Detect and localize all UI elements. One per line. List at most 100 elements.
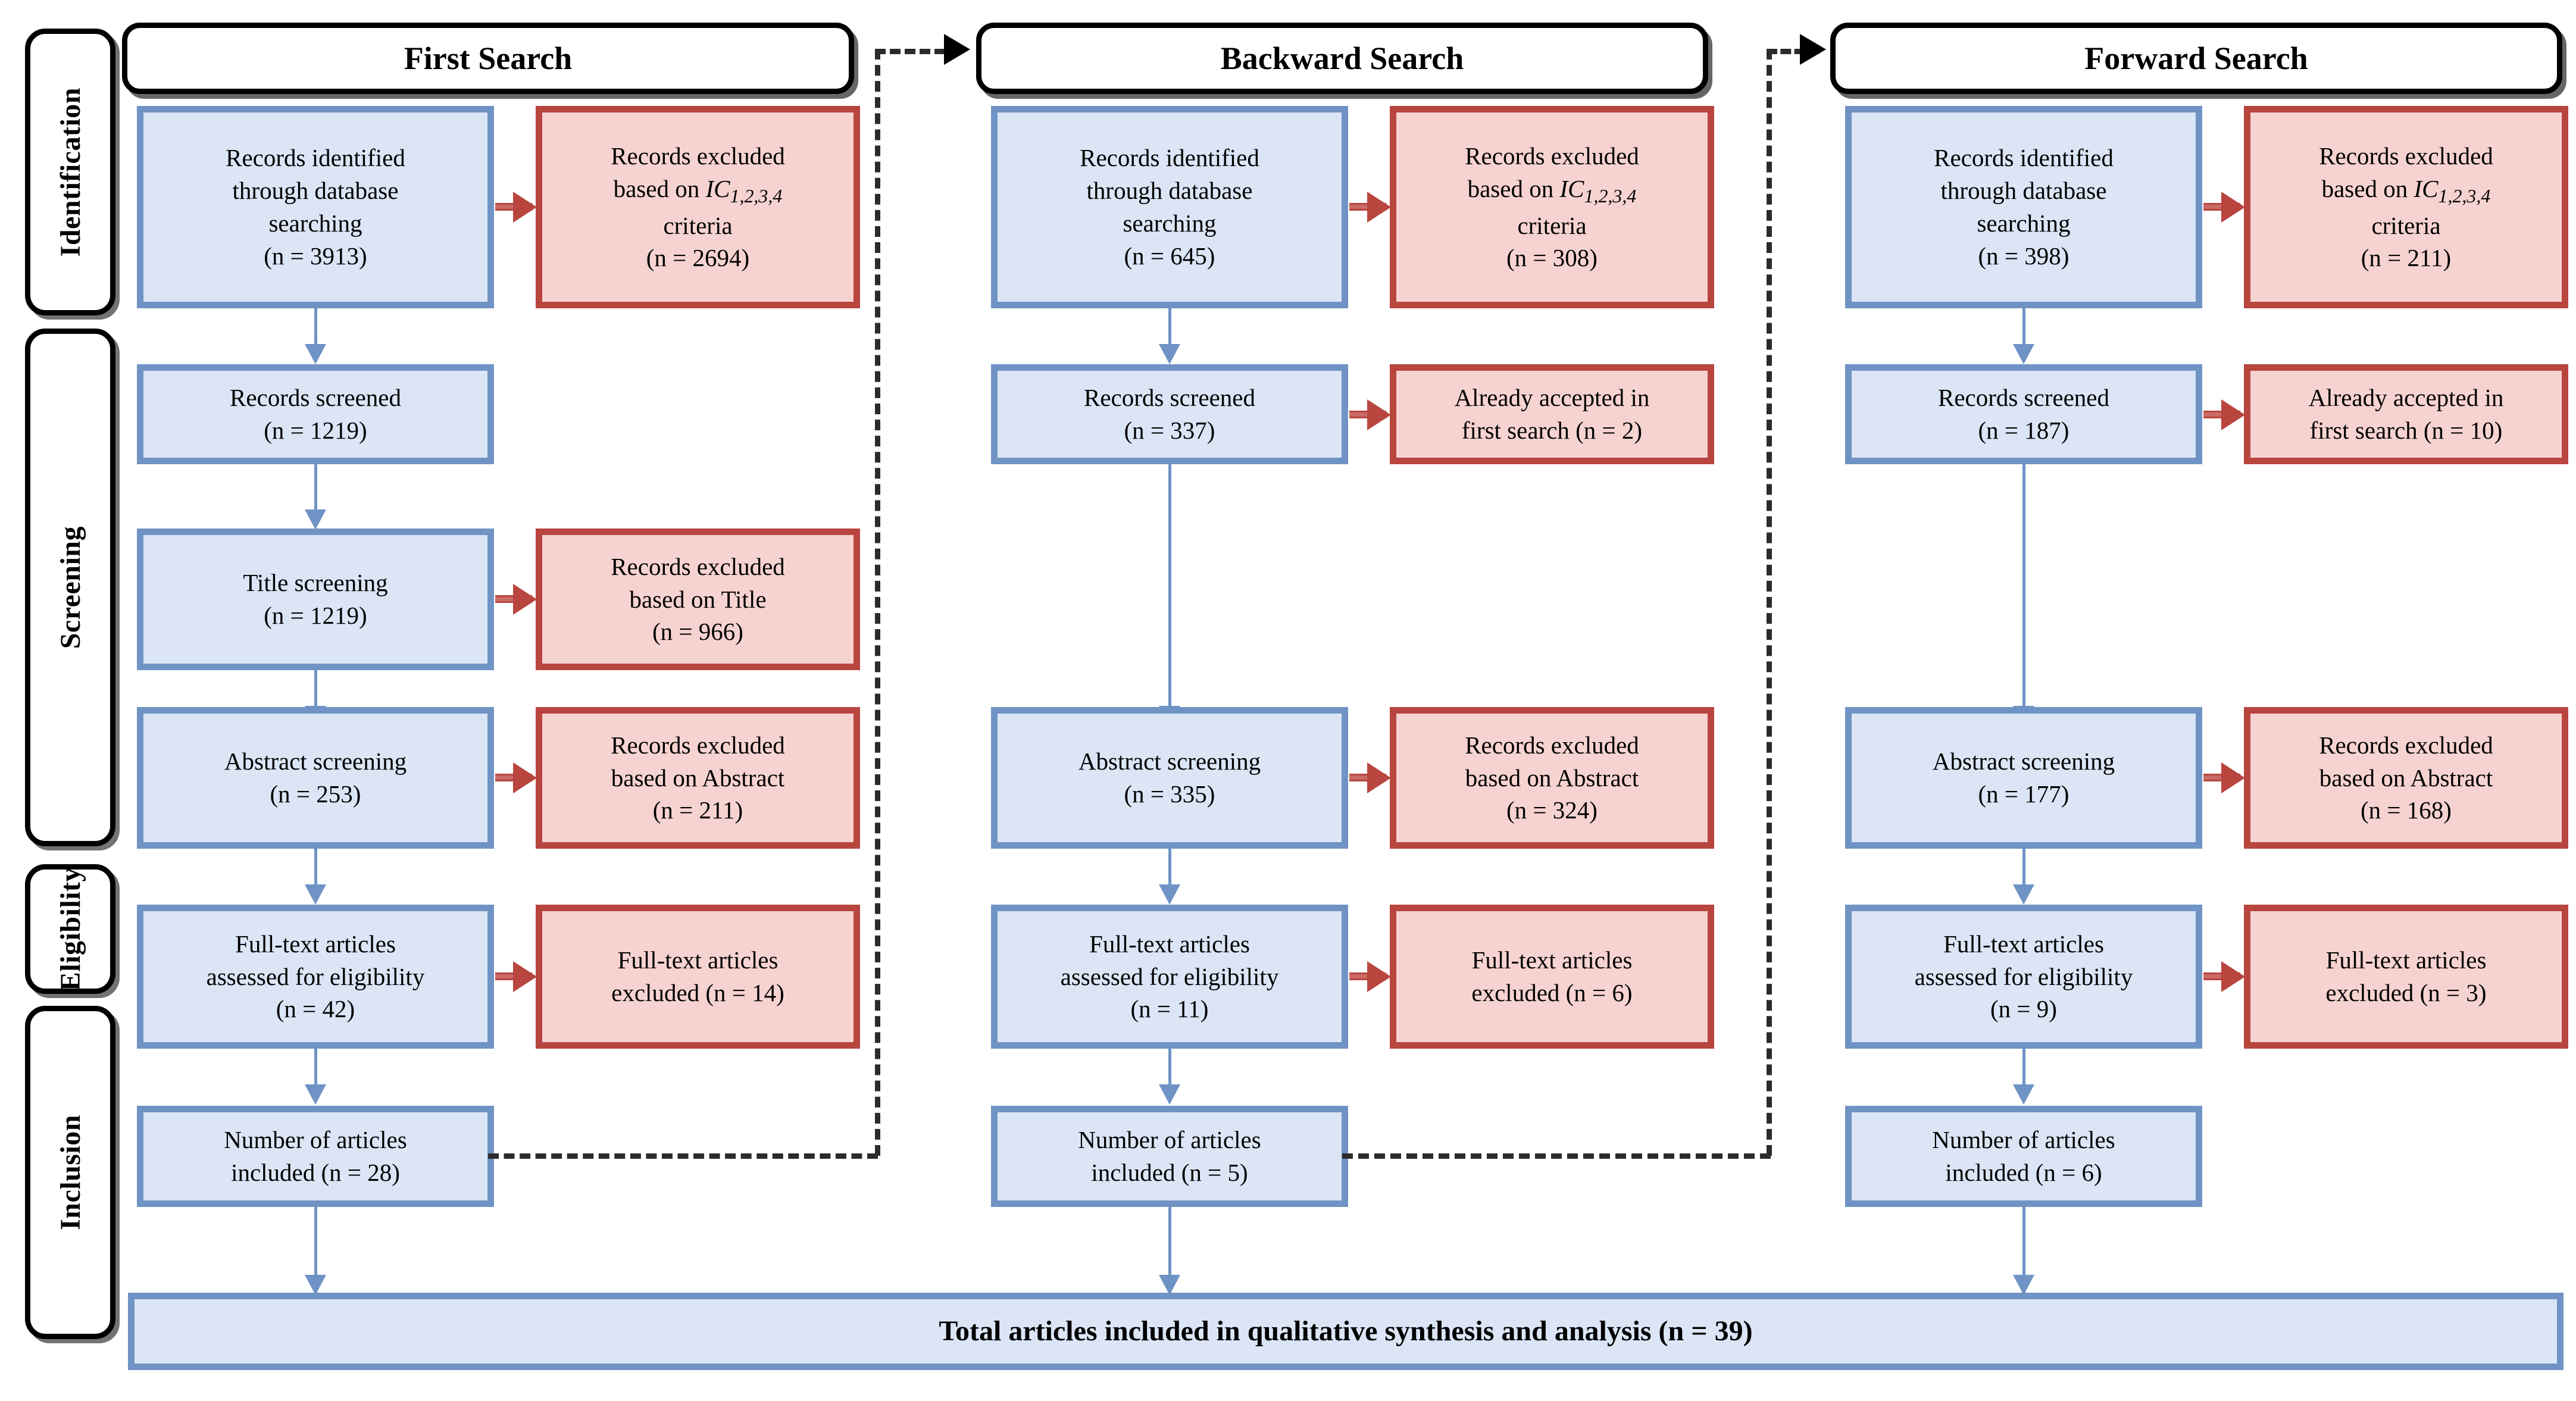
box-c3-records-excluded-ic-line2: based on IC1,2,3,4: [2321, 174, 2491, 207]
box-c1-records-screened-line1: Records screened: [229, 384, 401, 412]
box-c2-records-excluded-ic-line4: (n = 308): [1506, 244, 1598, 272]
box-c3-fulltext-assessed: Full-text articles assessed for eligibil…: [1845, 905, 2202, 1049]
arrowhead-c3-screened-to-already: [2221, 399, 2245, 430]
dashed-link-backward-to-forward-vertical: [1767, 49, 1772, 1156]
column-header-forward-search-text: Forward Search: [2084, 40, 2308, 76]
arrowhead-c2-identified-to-excluded: [1367, 192, 1391, 223]
connector-c1-included-to-total: [314, 1207, 317, 1294]
box-c2-already-accepted: Already accepted in first search (n = 2): [1390, 364, 1714, 464]
box-c1-abstract-excluded-line2: based on Abstract: [611, 764, 785, 792]
box-c3-abstract-screening-line1: Abstract screening: [1932, 748, 2115, 775]
column-header-first-search: First Search: [122, 23, 854, 94]
box-c3-abstract-excluded-line3: (n = 168): [2361, 796, 2452, 824]
arrowhead-c1-screened-to-title: [305, 509, 326, 530]
box-c1-fulltext-assessed-line2: assessed for eligibility: [206, 962, 425, 990]
box-c2-abstract-excluded-line2: based on Abstract: [1465, 764, 1639, 792]
box-total-articles-included: Total articles included in qualitative s…: [128, 1293, 2564, 1370]
box-c1-fulltext-excluded: Full-text articles excluded (n = 14): [536, 905, 860, 1049]
arrowhead-c3-identified-to-excluded: [2221, 192, 2245, 223]
box-c2-records-identified: Records identified through database sear…: [991, 106, 1348, 308]
box-c2-records-identified-line3: searching: [1123, 209, 1217, 237]
arrowhead-c1-included-to-total: [305, 1275, 326, 1295]
stage-label-inclusion-text: Inclusion: [54, 1115, 86, 1230]
connector-c1-fulltext-to-included: [314, 1049, 317, 1101]
box-c2-fulltext-assessed-line1: Full-text articles: [1089, 930, 1250, 958]
box-c1-fulltext-excluded-line2: excluded (n = 14): [611, 979, 784, 1006]
connector-c3-included-to-total: [2022, 1207, 2025, 1294]
connector-c3-fulltext-to-included: [2022, 1049, 2025, 1101]
box-c1-records-excluded-ic-line3: criteria: [663, 211, 733, 239]
box-c2-records-screened: Records screened (n = 337): [991, 364, 1348, 464]
box-c1-title-screening-line2: (n = 1219): [264, 602, 367, 629]
box-c3-abstract-excluded-line1: Records excluded: [2319, 731, 2493, 759]
box-c1-records-excluded-ic-line2: based on IC1,2,3,4: [613, 174, 783, 207]
box-c2-articles-included: Number of articles included (n = 5): [991, 1106, 1348, 1207]
box-c1-records-excluded-ic-line1: Records excluded: [611, 142, 785, 170]
box-c3-already-accepted-line2: first search (n = 10): [2309, 417, 2503, 444]
arrowhead-c3-fulltext-to-included: [2013, 1084, 2034, 1105]
column-header-backward-search: Backward Search: [976, 23, 1708, 94]
box-c1-records-identified-line2: through database: [232, 177, 399, 205]
box-c1-title-excluded-line3: (n = 966): [652, 618, 743, 646]
stage-label-identification: Identification: [25, 29, 115, 315]
box-c1-abstract-screening-line2: (n = 253): [270, 780, 361, 808]
arrowhead-c1-identified-to-screened: [305, 344, 326, 364]
box-c2-already-accepted-line2: first search (n = 2): [1461, 417, 1643, 444]
connector-c2-fulltext-to-included: [1168, 1049, 1171, 1101]
box-c3-articles-included: Number of articles included (n = 6): [1845, 1106, 2202, 1207]
connector-c3-abstract-to-fulltext: [2022, 849, 2025, 896]
box-c2-records-screened-line1: Records screened: [1083, 384, 1255, 412]
box-c1-abstract-excluded: Records excluded based on Abstract (n = …: [536, 707, 860, 849]
box-c2-articles-included-line2: included (n = 5): [1091, 1159, 1248, 1186]
arrowhead-c2-fulltext-to-included: [1159, 1084, 1180, 1105]
stage-label-screening: Screening: [25, 329, 115, 846]
box-c3-already-accepted: Already accepted in first search (n = 10…: [2244, 364, 2568, 464]
arrowhead-c3-abstract-to-excluded: [2221, 762, 2245, 793]
arrowhead-c3-abstract-to-fulltext: [2013, 884, 2034, 905]
box-c2-already-accepted-line1: Already accepted in: [1454, 384, 1650, 412]
box-c3-fulltext-assessed-line2: assessed for eligibility: [1914, 962, 2133, 990]
arrowhead-c1-identified-to-excluded: [513, 192, 537, 223]
box-c3-fulltext-assessed-line3: (n = 9): [1990, 995, 2057, 1023]
arrowhead-c3-fulltext-to-excluded: [2221, 961, 2245, 992]
box-c2-articles-included-line1: Number of articles: [1078, 1126, 1261, 1154]
box-c3-records-identified-line4: (n = 398): [1978, 242, 2069, 270]
box-c3-articles-included-line1: Number of articles: [1932, 1126, 2115, 1154]
column-header-forward-search: Forward Search: [1830, 23, 2562, 94]
box-c2-records-identified-line2: through database: [1086, 177, 1253, 205]
box-c2-records-identified-line1: Records identified: [1080, 144, 1259, 172]
box-c2-records-excluded-ic-line2: based on IC1,2,3,4: [1467, 174, 1637, 207]
box-c1-fulltext-assessed-line3: (n = 42): [276, 995, 355, 1023]
box-c3-abstract-screening: Abstract screening (n = 177): [1845, 707, 2202, 849]
box-c2-abstract-screening-line2: (n = 335): [1124, 780, 1215, 808]
box-c1-records-excluded-ic: Records excluded based on IC1,2,3,4 crit…: [536, 106, 860, 308]
box-c2-records-excluded-ic-line3: criteria: [1517, 211, 1587, 239]
connector-c2-screened-to-abstract: [1168, 464, 1171, 714]
box-c2-records-screened-line2: (n = 337): [1124, 417, 1215, 444]
dashed-link-first-to-backward-horizontal-top: [875, 49, 945, 54]
box-c1-title-screening: Title screening (n = 1219): [137, 528, 494, 670]
box-c1-title-excluded-line1: Records excluded: [611, 552, 785, 580]
box-c1-records-identified-line4: (n = 3913): [264, 242, 367, 270]
box-c3-articles-included-line2: included (n = 6): [1945, 1159, 2102, 1186]
box-c2-abstract-screening-line1: Abstract screening: [1078, 748, 1261, 775]
box-c2-abstract-excluded: Records excluded based on Abstract (n = …: [1390, 707, 1714, 849]
box-c1-title-excluded: Records excluded based on Title (n = 966…: [536, 528, 860, 670]
box-c3-records-excluded-ic: Records excluded based on IC1,2,3,4 crit…: [2244, 106, 2568, 308]
box-c2-fulltext-excluded-line1: Full-text articles: [1471, 946, 1633, 974]
box-c1-fulltext-assessed: Full-text articles assessed for eligibil…: [137, 905, 494, 1049]
box-c3-records-excluded-ic-line3: criteria: [2371, 211, 2441, 239]
dashed-arrowhead-into-forward-search: [1800, 34, 1826, 65]
connector-c2-abstract-to-fulltext: [1168, 849, 1171, 896]
box-c3-records-identified-line2: through database: [1940, 177, 2107, 205]
box-c2-abstract-screening: Abstract screening (n = 335): [991, 707, 1348, 849]
box-c3-abstract-screening-line2: (n = 177): [1978, 780, 2069, 808]
arrowhead-c3-identified-to-screened: [2013, 344, 2034, 364]
connector-c3-identified-to-screened: [2022, 308, 2025, 351]
connector-c3-screened-to-abstract: [2022, 464, 2025, 714]
box-c1-articles-included: Number of articles included (n = 28): [137, 1106, 494, 1207]
stage-label-eligibility: Eligibility: [25, 864, 115, 994]
box-c3-fulltext-excluded-line1: Full-text articles: [2325, 946, 2487, 974]
arrowhead-c2-identified-to-screened: [1159, 344, 1180, 364]
